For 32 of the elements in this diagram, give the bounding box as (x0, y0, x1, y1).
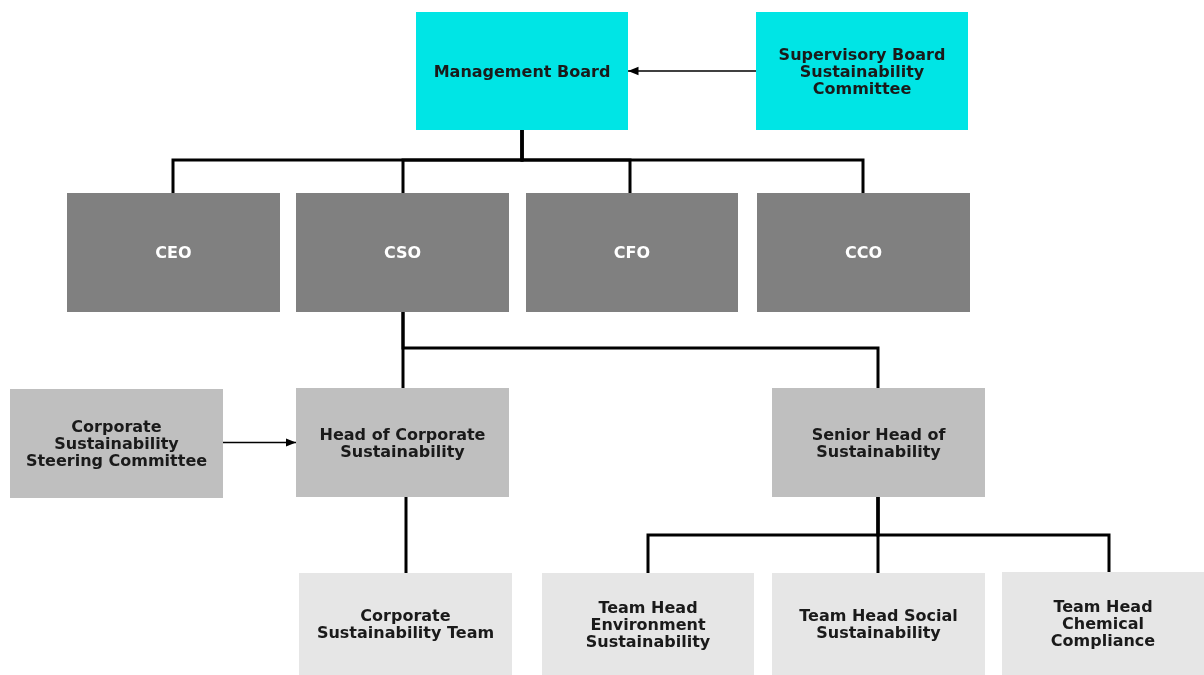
box-label: CFO (613, 244, 651, 261)
box-label: Supervisory Board Sustainability Committee (777, 45, 947, 97)
box-label: Management Board (433, 62, 611, 80)
arrow (222, 438, 297, 447)
box-label: Head of Corporate Sustainability (318, 425, 487, 460)
org-box (526, 193, 738, 312)
box-label: Team Head Environment Sustainability (584, 598, 712, 650)
org-box (756, 12, 968, 130)
org-box (67, 193, 280, 312)
org-box (296, 193, 509, 312)
box-label: CSO (383, 244, 422, 261)
org-box (296, 388, 509, 497)
org-box (757, 193, 970, 312)
connector-line (401, 312, 880, 388)
org-box (772, 573, 985, 675)
box-label: Corporate Sustainability Steering Committee (24, 418, 209, 469)
connector-line (520, 130, 865, 193)
org-box (772, 388, 985, 497)
org-box (10, 389, 223, 498)
box-label: Team Head Chemical Compliance (1049, 598, 1157, 649)
box-label: Team Head Social Sustainability (798, 607, 959, 641)
connector-line (404, 497, 408, 573)
org-box (1002, 572, 1204, 675)
org-box (299, 573, 512, 675)
org-box (416, 12, 628, 130)
arrow (627, 66, 757, 76)
box-label: Senior Head of Sustainability (810, 425, 947, 460)
box-label: Corporate Sustainability Team (315, 607, 496, 641)
box-label: CCO (844, 244, 883, 261)
connector-line (876, 497, 1111, 572)
box-label: CEO (155, 244, 192, 261)
org-box (542, 573, 754, 675)
